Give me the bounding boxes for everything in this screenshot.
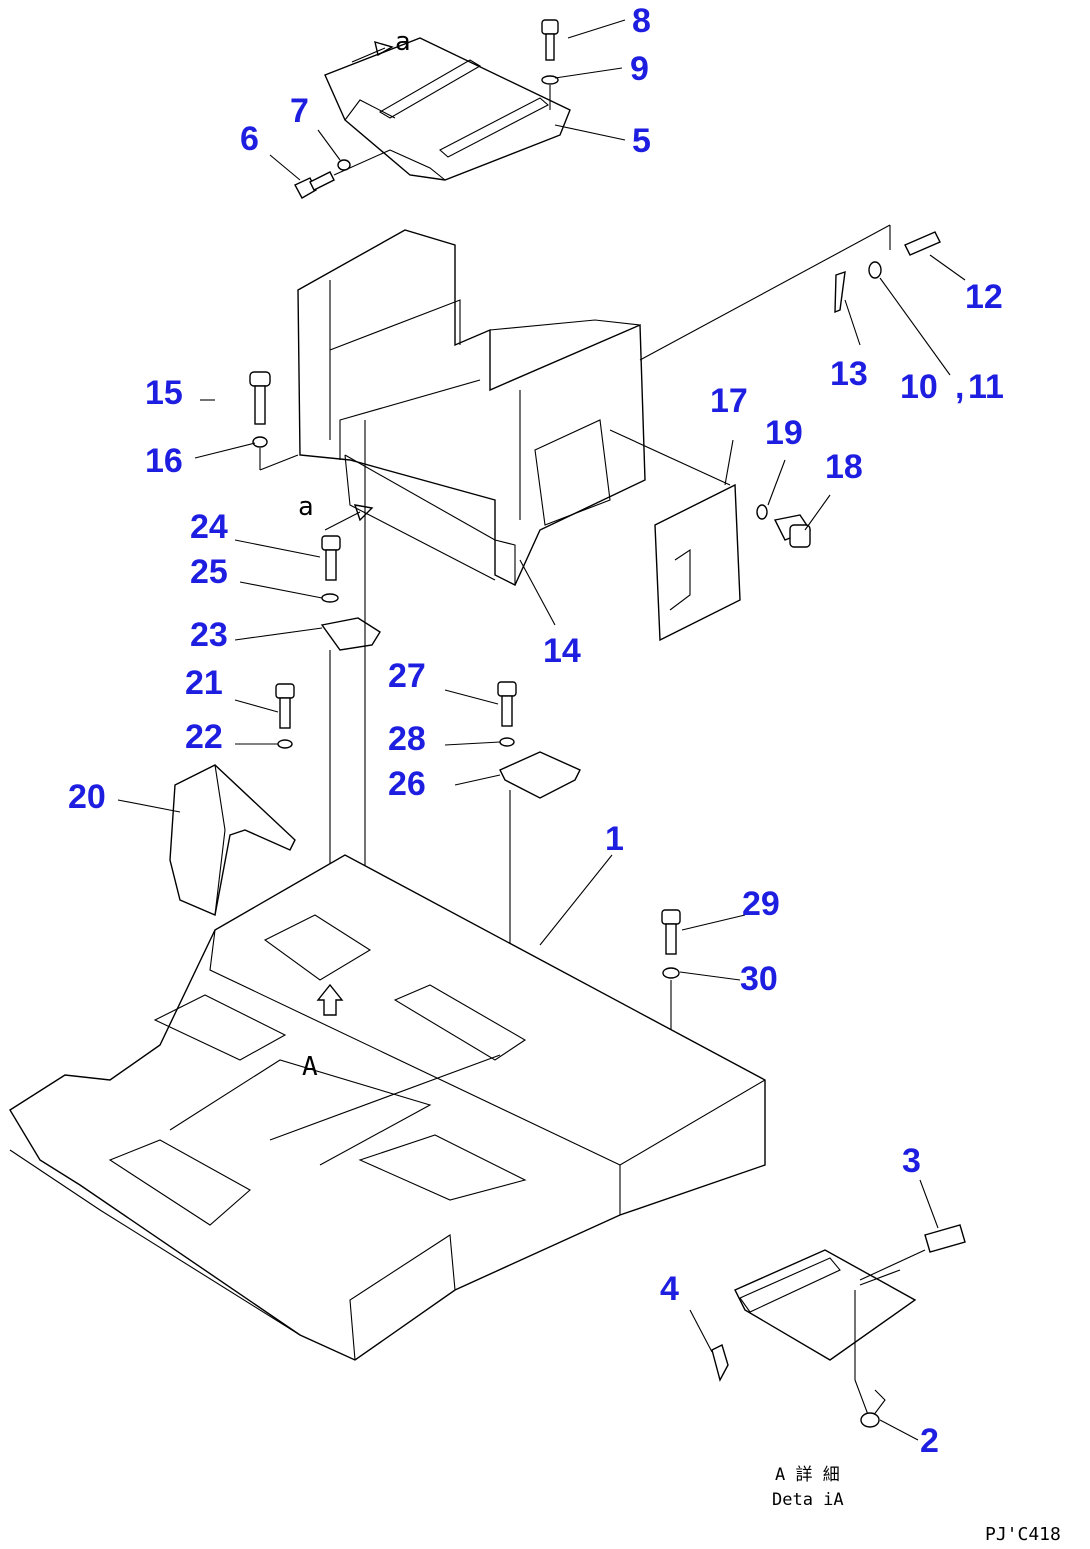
bolt-part-6: [294, 171, 335, 199]
view-mark-a-top: a: [395, 27, 411, 57]
part-label-9: 9: [630, 50, 649, 88]
part-label-24: 24: [190, 508, 228, 546]
part-label-7: 7: [290, 92, 309, 130]
part-label-6: 6: [240, 120, 259, 158]
seat-stand-part: [297, 229, 646, 586]
part-label-22: 22: [185, 718, 223, 756]
washer-part-28: [499, 737, 515, 747]
view-mark-a-lower: a: [298, 492, 314, 522]
part-label-12: 12: [965, 278, 1003, 316]
bolt-part-24: [321, 535, 341, 581]
washer-part-25: [321, 593, 339, 603]
view-arrow-icon: [316, 983, 344, 1016]
part-label-13: 13: [830, 355, 868, 393]
part-label-23: 23: [190, 616, 228, 654]
part-number-labels: 1 2 3 4 5 6 7 8 9 10 , 11 12 13 14 15 16…: [68, 2, 1004, 1460]
side-panel-part: [654, 483, 741, 642]
part-label-29: 29: [742, 885, 780, 923]
part-label-18: 18: [825, 448, 863, 486]
washer-part-19: [756, 504, 768, 520]
part-label-19: 19: [765, 414, 803, 452]
washer-part-9: [541, 75, 559, 85]
detail-a-hinge: [734, 1249, 917, 1361]
cover-plate-part: [324, 37, 571, 181]
bolt-part-3: [924, 1224, 966, 1253]
revolving-frame-part: [9, 854, 766, 1361]
part-label-28: 28: [388, 720, 426, 758]
part-label-15: 15: [145, 374, 183, 412]
leader-lines: [117, 19, 966, 1441]
bolt-part-8: [541, 19, 559, 61]
washer-part-10: [868, 261, 882, 279]
plate-part-23: [320, 617, 381, 651]
guard-part-20: [169, 764, 296, 916]
bolt-part-27: [497, 681, 517, 727]
bolt-part-12: [904, 231, 941, 256]
washer-part-16: [252, 436, 268, 448]
part-label-4: 4: [660, 1270, 679, 1308]
part-label-10: 10: [900, 368, 938, 406]
part-label-16: 16: [145, 442, 183, 480]
separator-comma: ,: [955, 368, 964, 406]
part-label-26: 26: [388, 765, 426, 803]
bolt-part-29: [661, 909, 681, 955]
pin-part-4: [711, 1344, 729, 1382]
cover-part-26: [499, 751, 581, 799]
part-label-27: 27: [388, 657, 426, 695]
pin-part-13: [834, 270, 846, 314]
detail-caption-line1: A 詳 細: [775, 1465, 840, 1485]
part-label-17: 17: [710, 382, 748, 420]
part-label-5: 5: [632, 122, 651, 160]
view-mark-A: A: [302, 1052, 318, 1082]
part-label-8: 8: [632, 2, 651, 40]
part-label-2: 2: [920, 1422, 939, 1460]
bolt-part-21: [275, 683, 295, 729]
part-label-20: 20: [68, 778, 106, 816]
part-label-3: 3: [902, 1142, 921, 1180]
washer-part-30: [662, 967, 680, 979]
bolt-part-15: [249, 371, 271, 425]
part-label-1: 1: [605, 820, 624, 858]
detail-caption-line2: Deta iA: [772, 1490, 844, 1510]
washer-part-22: [277, 739, 293, 749]
drawing-code: PJ'C418: [985, 1524, 1061, 1545]
part-label-30: 30: [740, 960, 778, 998]
part-label-11: 11: [968, 368, 1004, 406]
part-label-21: 21: [185, 664, 223, 702]
part-label-25: 25: [190, 553, 228, 591]
part-label-14: 14: [543, 632, 581, 670]
bolt-part-18: [773, 514, 812, 548]
